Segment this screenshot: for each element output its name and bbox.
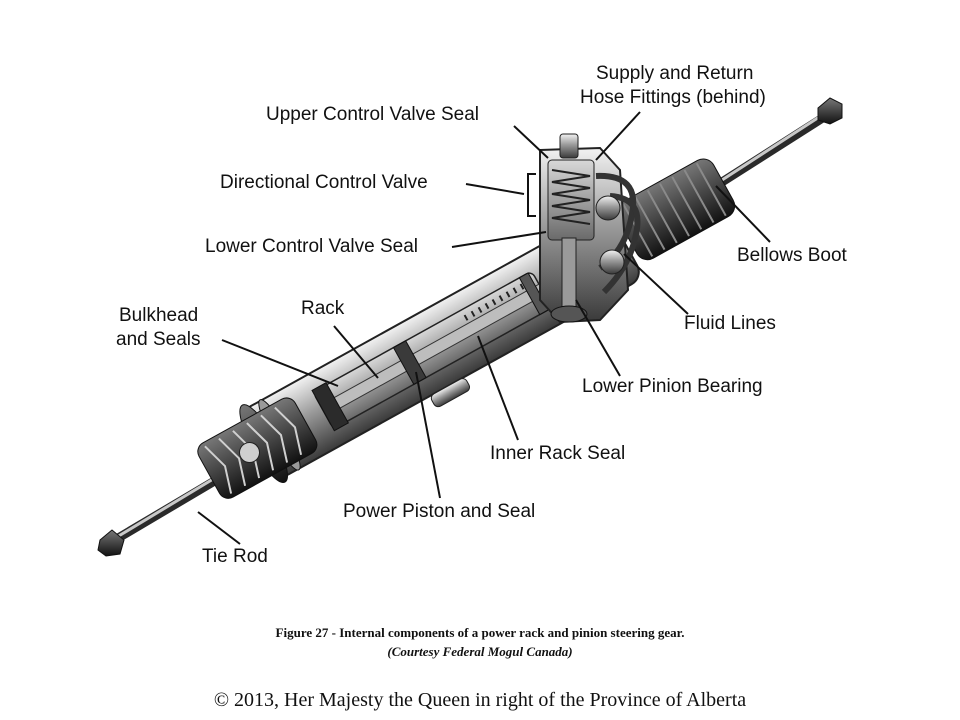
label-bellows-boot: Bellows Boot: [737, 245, 847, 266]
leader-fluid-lines: [623, 253, 689, 315]
left-bellows-boot: [197, 397, 318, 499]
label-upper-control-valve-seal: Upper Control Valve Seal: [266, 104, 479, 125]
figure-caption-line2: (Courtesy Federal Mogul Canada): [387, 644, 573, 659]
label-lower-pinion-bearing: Lower Pinion Bearing: [582, 376, 763, 397]
leader-supply-return: [595, 111, 641, 161]
figure-caption: Figure 27 - Internal components of a pow…: [0, 623, 960, 661]
rack-teeth: [463, 283, 525, 321]
leader-lines: [197, 111, 771, 545]
label-bulkhead-line1: Bulkhead: [119, 305, 199, 326]
label-tie-rod: Tie Rod: [202, 546, 268, 567]
label-lower-control-valve-seal: Lower Control Valve Seal: [205, 236, 418, 257]
input-shaft: [559, 133, 579, 159]
leader-power-piston: [415, 371, 441, 499]
bulkhead: [311, 382, 349, 432]
leader-inner-rack-seal: [477, 335, 519, 441]
label-bulkhead-line2: and Seals: [116, 329, 201, 350]
directional-control-valve-bracket: [527, 173, 536, 217]
label-rack: Rack: [301, 298, 345, 319]
right-bellows-boot: [615, 158, 736, 261]
leader-upper-control-valve-seal: [513, 125, 549, 159]
lower-pinion-bearing-part: [550, 305, 588, 323]
leader-tie-rod: [197, 511, 241, 545]
copyright-notice: © 2013, Her Majesty the Queen in right o…: [213, 689, 747, 711]
control-valve-spring: [551, 169, 591, 225]
label-inner-rack-seal: Inner Rack Seal: [490, 443, 626, 464]
leader-lower-control-valve-seal: [451, 231, 547, 248]
label-supply-return-line2: Hose Fittings (behind): [580, 87, 766, 108]
leader-bellows-boot: [715, 185, 771, 243]
figure-caption-line1: Figure 27 - Internal components of a pow…: [275, 625, 685, 640]
leader-bulkhead: [221, 339, 339, 387]
right-tie-rod-nut: [817, 97, 843, 125]
inner-rack-seal: [518, 272, 550, 316]
leader-directional-control-valve: [465, 183, 525, 195]
label-supply-return-line1: Supply and Return: [596, 63, 754, 84]
leader-lower-pinion-bearing: [575, 299, 621, 377]
valve-housing: [539, 133, 641, 324]
power-piston: [392, 340, 427, 386]
label-directional-control-valve: Directional Control Valve: [220, 172, 428, 193]
left-tie-rod-nut: [97, 529, 125, 557]
leader-rack: [333, 325, 379, 379]
label-fluid-lines: Fluid Lines: [684, 313, 776, 334]
label-power-piston-seal: Power Piston and Seal: [343, 501, 536, 522]
pinion-shaft: [561, 237, 577, 309]
